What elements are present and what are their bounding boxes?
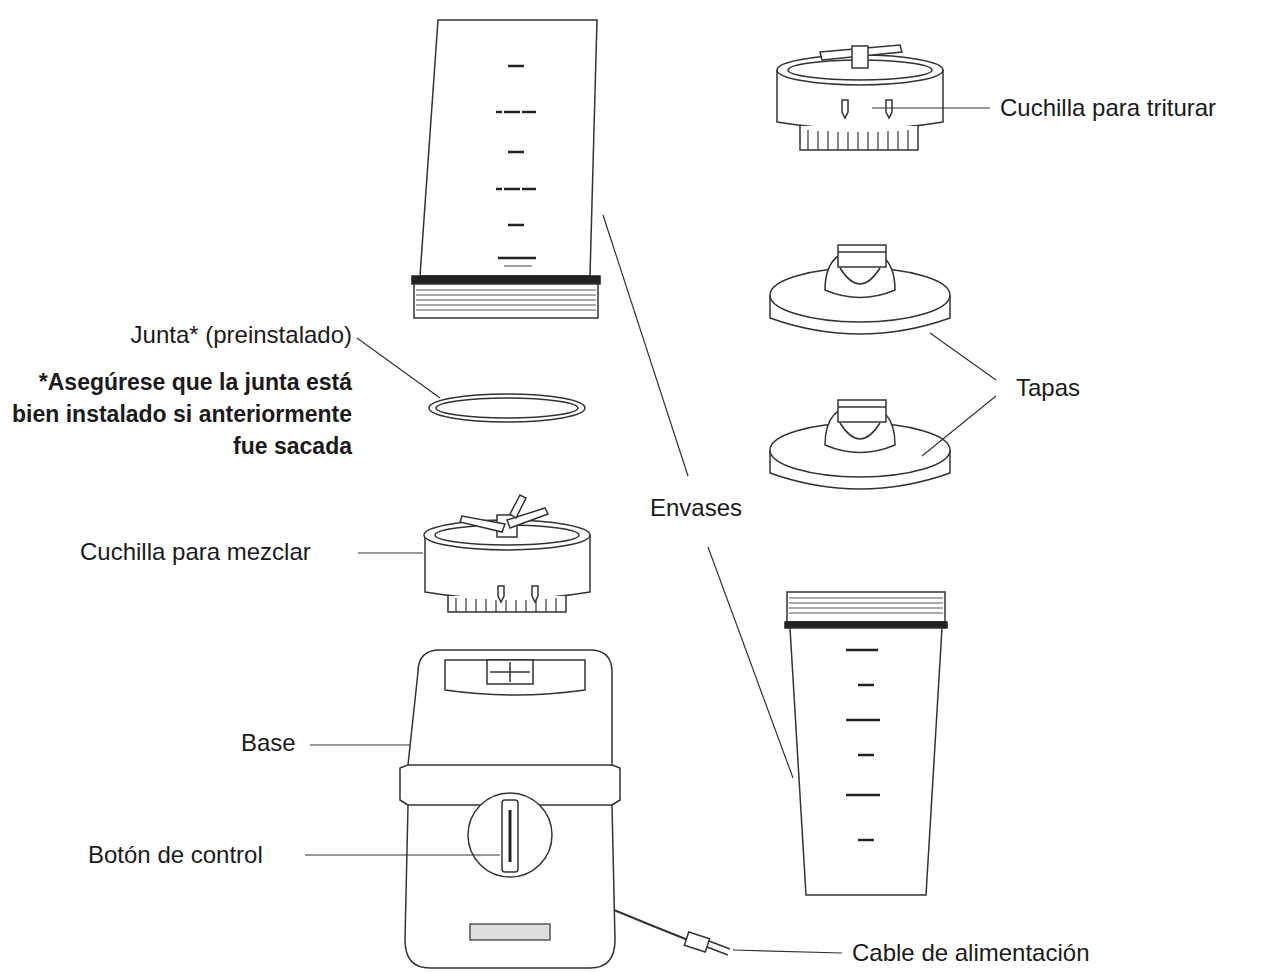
part-label: Botón de control [88, 840, 263, 870]
motor-base [400, 650, 620, 968]
part-label: Tapas [1016, 373, 1080, 403]
note-text: *Asegúrese que la junta está bien instal… [2, 366, 352, 462]
lid-upper [770, 245, 950, 334]
grinding-blade [777, 45, 943, 150]
leader-lines [305, 108, 996, 953]
power-cable [614, 910, 730, 955]
cup-upright [412, 20, 600, 318]
part-label: Envases [650, 493, 742, 523]
part-label: Base [241, 728, 296, 758]
part-label: Cuchilla para mezclar [80, 537, 311, 567]
lid-lower [770, 400, 950, 489]
gasket [429, 394, 585, 422]
part-label: Cable de alimentación [852, 938, 1089, 968]
cup-inverted [785, 592, 947, 895]
part-label: Cuchilla para triturar [1000, 93, 1216, 123]
part-label: Junta* (preinstalado) [30, 320, 352, 350]
mixing-blade [424, 495, 590, 612]
